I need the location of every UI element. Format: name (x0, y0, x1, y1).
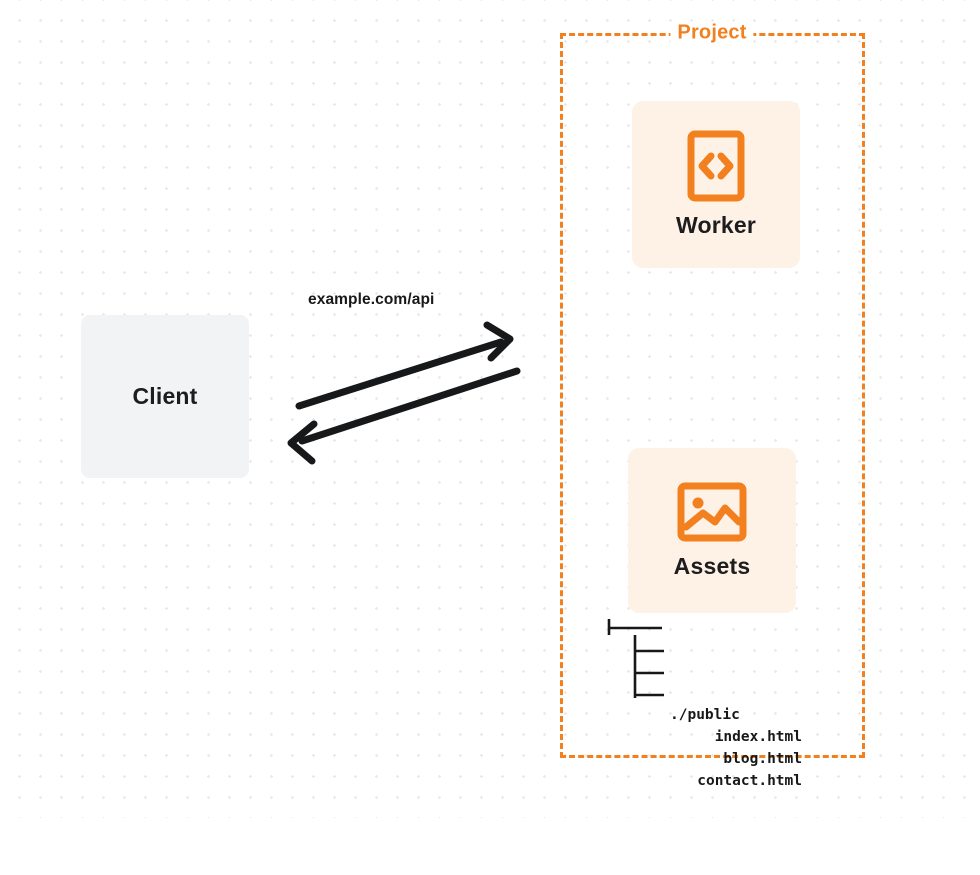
assets-node-label: Assets (673, 553, 751, 579)
response-arrow-icon (287, 367, 521, 465)
file-tree-root: ./public (670, 707, 740, 723)
request-arrow-icon (295, 321, 514, 410)
client-node[interactable]: Client (81, 315, 249, 478)
file-tree-item: contact.html (697, 773, 802, 789)
file-tree-item: index.html (714, 729, 802, 745)
file-tree-branch-lines (607, 619, 664, 698)
worker-node[interactable]: Worker (632, 101, 800, 268)
assets-node[interactable]: Assets (628, 448, 796, 613)
connection-label: example.com/api (308, 291, 435, 308)
code-brackets-icon (687, 130, 745, 202)
file-tree-item: blog.html (723, 751, 802, 767)
client-node-label: Client (132, 383, 198, 409)
diagram-canvas: Client example.com/api Project Worker (0, 0, 980, 818)
assets-file-tree: ./public index.html blog.html contact.ht… (606, 617, 802, 875)
project-title: Project (670, 21, 754, 45)
worker-node-label: Worker (675, 212, 757, 238)
image-icon (677, 482, 747, 542)
